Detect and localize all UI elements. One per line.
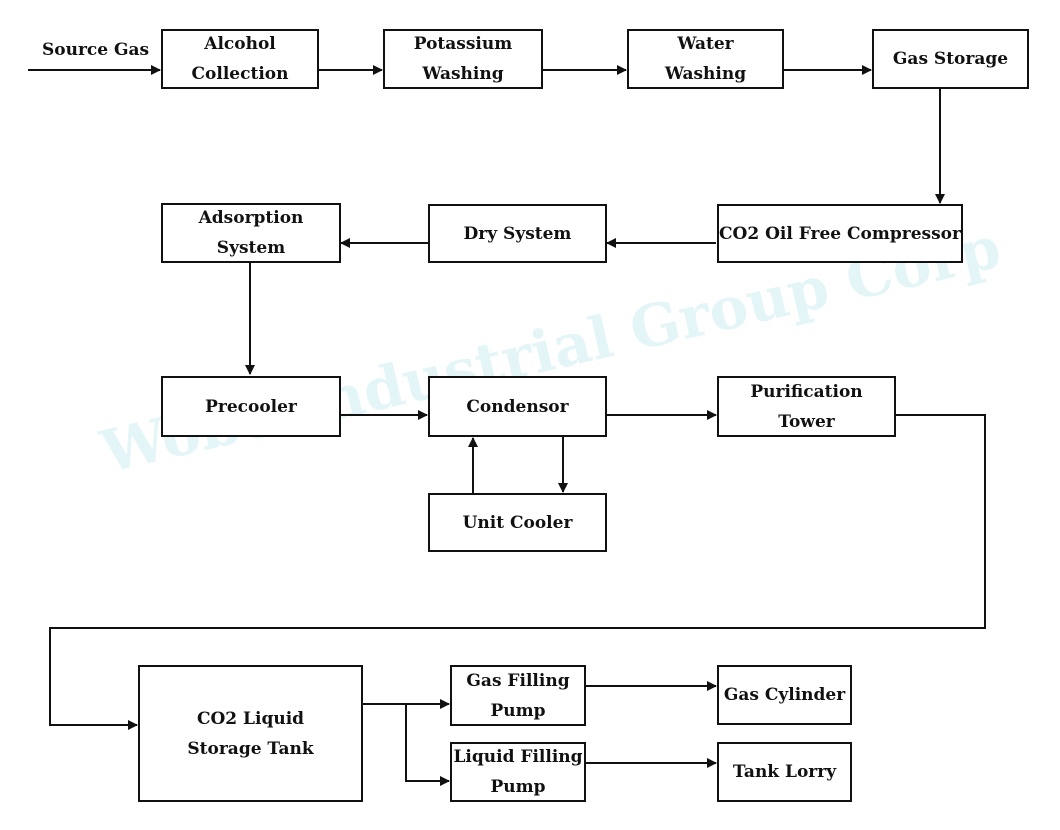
co2-liquid-storage-tank-box: CO2 Liquid Storage Tank: [138, 665, 363, 802]
gas-filling-pump-box: Gas Filling Pump: [450, 665, 586, 726]
liquid-filling-pump-box: Liquid Filling Pump: [450, 742, 586, 802]
gas-cylinder-box: Gas Cylinder: [717, 665, 852, 725]
co2-compressor-box: CO2 Oil Free Compressor: [717, 204, 963, 263]
tank-lorry-box: Tank Lorry: [717, 742, 852, 802]
arrow-purification-to-storage-tank: [49, 414, 986, 730]
adsorption-system-box: Adsorption System: [161, 203, 341, 263]
purification-tower-box: Purification Tower: [717, 376, 896, 437]
water-washing-box: Water Washing: [627, 29, 784, 89]
alcohol-collection-box: Alcohol Collection: [161, 29, 319, 89]
condensor-box: Condensor: [428, 376, 607, 437]
dry-system-box: Dry System: [428, 204, 607, 263]
gas-storage-box: Gas Storage: [872, 29, 1029, 89]
potassium-washing-box: Potassium Washing: [383, 29, 543, 89]
unit-cooler-box: Unit Cooler: [428, 493, 607, 552]
precooler-box: Precooler: [161, 376, 341, 437]
source-gas-label: Source Gas: [42, 40, 150, 60]
arrow-tank-to-liquid-pump: [405, 704, 450, 786]
